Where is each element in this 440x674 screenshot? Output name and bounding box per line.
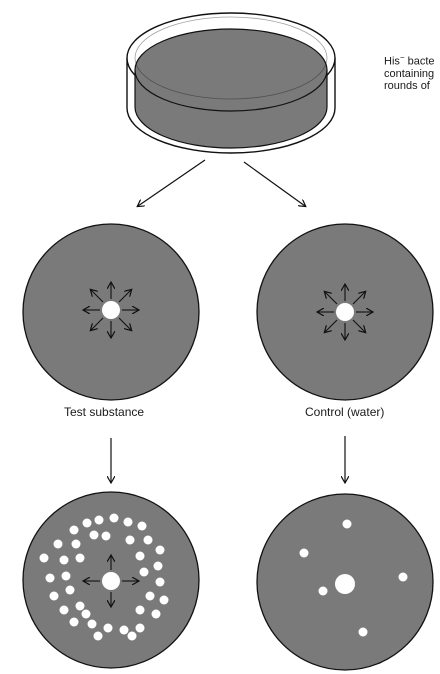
note-line-3: rounds of <box>384 79 430 92</box>
filter-disc <box>102 572 120 590</box>
revertant-colonies <box>299 519 408 637</box>
arrow-to-control-plate <box>243 161 305 206</box>
revertant-colonies <box>39 513 169 641</box>
test-plate-initial <box>22 223 200 401</box>
petri-dish <box>126 12 336 154</box>
test-plate-result <box>22 491 200 669</box>
filter-disc <box>335 574 355 594</box>
filter-disc <box>336 303 354 321</box>
filter-disc <box>102 301 120 319</box>
test-substance-label: Test substance <box>64 405 145 419</box>
diffusion-arrows <box>318 285 372 339</box>
control-plate-initial <box>256 223 434 401</box>
note-line-1: His− bacte <box>384 53 435 68</box>
control-label: Control (water) <box>305 405 385 419</box>
bacteria-note: His− bacte containing rounds of <box>384 52 435 92</box>
control-plate-result <box>256 493 434 671</box>
diffusion-arrows <box>84 283 138 337</box>
arrow-to-test-plate <box>138 159 206 206</box>
note-line-2: containing <box>384 67 435 80</box>
